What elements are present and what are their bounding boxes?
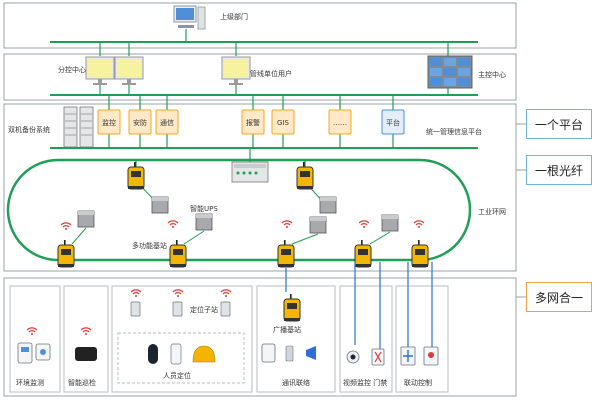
- env-sensor-icon: [17, 342, 51, 364]
- sub-control-label: 分控中心: [58, 65, 86, 74]
- sensor-box-icon-5: [309, 216, 327, 234]
- locator-tag-label: 定位子站: [190, 305, 218, 314]
- linkage-box: [395, 285, 449, 393]
- comm-label: 通讯联络: [282, 378, 310, 387]
- locator-tag-icon-3: [220, 301, 231, 317]
- handset-icon: [285, 345, 294, 362]
- multi-net-label: 多网合一: [526, 282, 592, 312]
- fan-control-icon: [400, 346, 416, 366]
- smart-ups-label: 智能UPS: [190, 204, 218, 213]
- sensor-box-icon-4: [195, 213, 213, 231]
- video-door-label: 视频监控 门禁: [343, 378, 387, 387]
- env-monitor-box: [9, 285, 61, 393]
- platform-module-5: GIS: [271, 95, 295, 148]
- env-monitor-label: 环境监测: [16, 378, 44, 387]
- broadcast-base-label: 广播基站: [273, 325, 301, 334]
- helmet-icon: [192, 345, 216, 363]
- platform-module-4: 报警: [241, 95, 265, 148]
- one-fiber-label: 一根光纤: [526, 155, 592, 185]
- industrial-ring-label: 工业环网: [478, 207, 506, 216]
- platform-label: 统一管理信息平台: [426, 127, 482, 136]
- smart-patrol-box: [63, 285, 109, 393]
- platform-module-7: 平台: [381, 95, 405, 148]
- industrial-ring: [6, 158, 472, 262]
- superior-dept-computer-icon: [173, 5, 206, 42]
- camera-icon: [346, 350, 360, 364]
- patrol-device-icon: [75, 347, 97, 361]
- platform-module-label: 通信: [160, 118, 174, 127]
- personnel-inner-box: [117, 332, 245, 384]
- alarm-control-icon: [423, 346, 439, 366]
- multi-base-label: 多功能基站: [132, 241, 167, 250]
- tag-card-icon: [148, 344, 158, 364]
- platform-module-2: 安防: [128, 95, 152, 148]
- personnel-box: [111, 285, 253, 393]
- platform-module-label: 平台: [386, 118, 400, 127]
- platform-module-label: 监控: [102, 118, 116, 127]
- speaker-icon: [306, 346, 316, 360]
- subsystem-panel: [3, 277, 517, 397]
- locator-tag-icon-1: [130, 301, 141, 317]
- switch-icon: [231, 161, 269, 183]
- main-control-label: 主控中心: [478, 70, 506, 79]
- server-rack-icon: [63, 106, 94, 148]
- dual-backup-label: 双机备份系统: [8, 125, 50, 134]
- locator-tag-icon-2: [172, 301, 183, 317]
- comm-box: [256, 285, 336, 393]
- platform-module-label: 安防: [133, 118, 147, 127]
- sensor-box-icon-2: [319, 196, 337, 214]
- platform-module-1: 监控: [97, 95, 121, 148]
- sensor-box-icon-3: [77, 210, 95, 228]
- platform-modules: 监控 安防 通信 报警 GIS …… 平台: [97, 95, 405, 148]
- platform-module-label: 报警: [246, 118, 260, 127]
- superior-dept-label: 上级部门: [220, 12, 248, 21]
- platform-module-3: 通信: [155, 95, 179, 148]
- pipeline-user-label: 管线单位用户: [250, 69, 292, 78]
- platform-module-label: GIS: [277, 119, 289, 127]
- tier1-panel: [3, 2, 517, 49]
- platform-module-label: ……: [333, 119, 347, 127]
- smart-patrol-label: 智能巡检: [68, 378, 96, 387]
- linkage-label: 联动控制: [404, 378, 432, 387]
- id-card-icon: [170, 343, 182, 365]
- sensor-box-icon-1: [151, 196, 169, 214]
- video-door-box: [339, 285, 393, 393]
- one-platform-label: 一个平台: [526, 109, 592, 139]
- door-access-icon: [371, 348, 385, 366]
- video-wall-icon: [427, 55, 473, 89]
- phone-icon: [261, 343, 276, 363]
- platform-module-6: ……: [328, 95, 352, 148]
- personnel-label: 人员定位: [163, 371, 191, 380]
- sensor-box-icon-6: [381, 214, 399, 232]
